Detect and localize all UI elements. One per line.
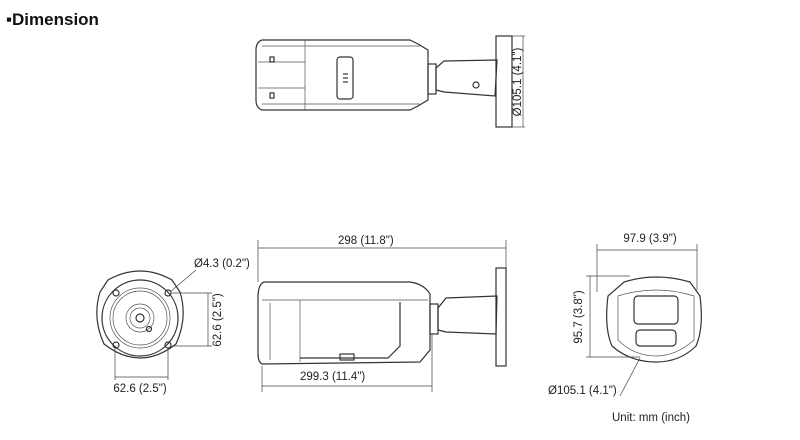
- front-width-label: 97.9 (3.9"): [623, 233, 676, 245]
- title-text: Dimension: [12, 10, 99, 29]
- length-bottom-label: 299.3 (11.4"): [300, 371, 365, 383]
- section-title: ▪Dimension: [6, 10, 99, 30]
- length-top-label: 298 (11.8"): [338, 235, 394, 247]
- rear-view: Ø4.3 (0.2") 62.6 (2.5") 62.6 (2.5"): [96, 258, 250, 395]
- horizontal-spacing-label: 62.6 (2.5"): [113, 383, 166, 395]
- side-view: 298 (11.8") 299.3 (11.4"): [257, 235, 507, 392]
- front-diameter-label: Ø105.1 (4.1"): [548, 385, 617, 397]
- front-height-label: 95.7 (3.8"): [573, 290, 585, 343]
- unit-label: Unit: mm (inch): [612, 412, 690, 424]
- hole-diameter-label: Ø4.3 (0.2"): [194, 258, 250, 270]
- top-diameter-label: Ø105.1 (4.1"): [512, 48, 524, 117]
- top-view: Ø105.1 (4.1"): [255, 35, 525, 128]
- bullet: ▪: [6, 10, 13, 29]
- front-view: 97.9 (3.9") 95.7 (3.8") Ø105.1 (4.1") Un…: [548, 233, 702, 424]
- vertical-spacing-label: 62.6 (2.5"): [212, 293, 224, 346]
